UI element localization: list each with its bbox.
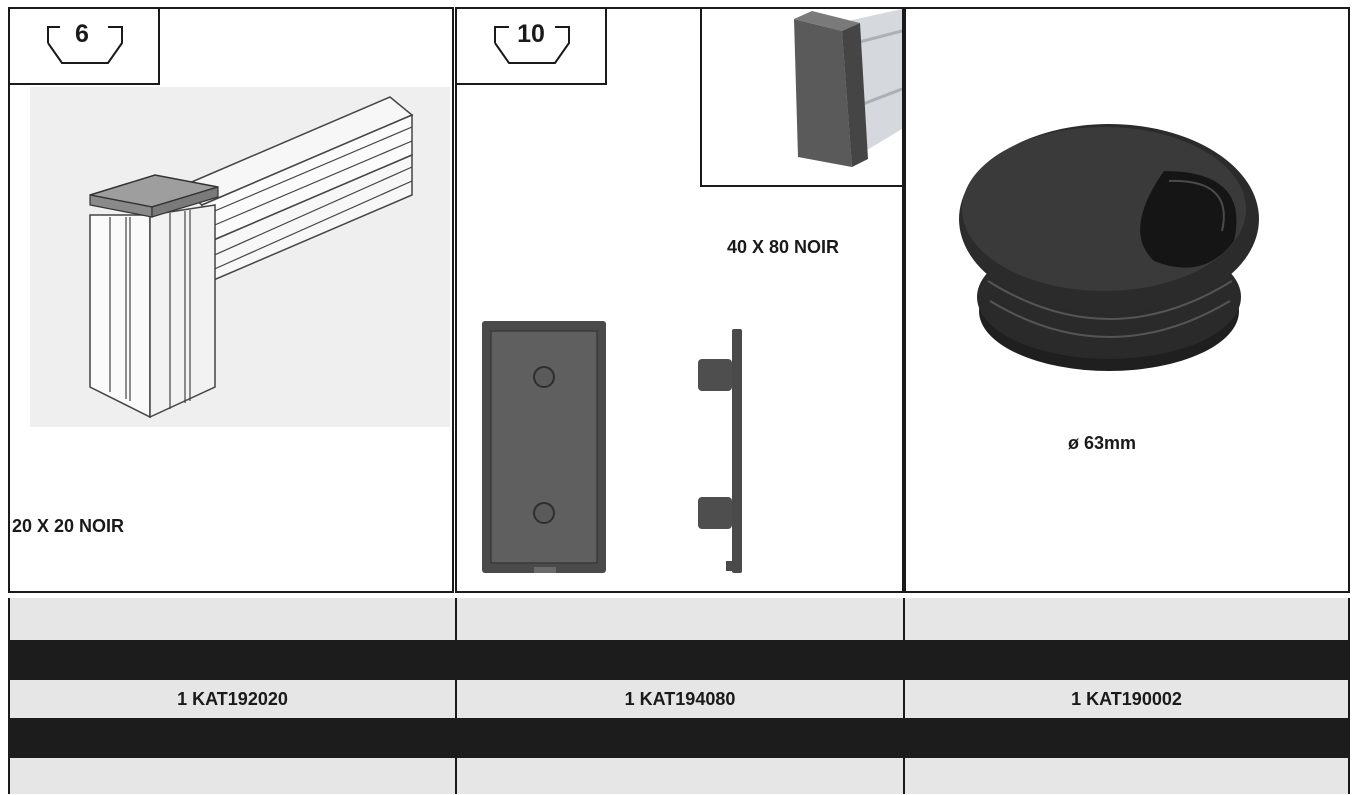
table-cell [8, 758, 455, 794]
reference-table: 1 KAT192020 1 KAT194080 1 KAT190002 [8, 598, 1350, 794]
product-size-label: 40 X 80 NOIR [727, 237, 840, 257]
table-cell [903, 718, 1350, 758]
product-panel-2: 10 40 X 80 NOIR [455, 7, 904, 593]
table-cell [8, 718, 455, 758]
item-number-badge: 10 [457, 9, 607, 85]
item-number: 6 [75, 20, 89, 48]
product-panel-3: ø 63mm [904, 7, 1350, 593]
product-reference: 1 KAT190002 [903, 680, 1350, 718]
table-cell [455, 598, 903, 640]
item-number: 10 [517, 20, 545, 48]
product-diameter-label: ø 63mm [1068, 433, 1137, 453]
item-number-badge: 6 [10, 9, 160, 85]
table-row [8, 758, 1350, 794]
product-reference: 1 KAT194080 [455, 680, 903, 718]
table-cell [455, 640, 903, 680]
table-cell [903, 640, 1350, 680]
product-reference: 1 KAT192020 [8, 680, 455, 718]
table-row [8, 640, 1350, 680]
rectangular-end-cap-icon [482, 321, 782, 586]
aluminium-profile-end-cap-icon [30, 87, 450, 432]
end-cap-inset-photo [700, 9, 902, 187]
table-cell [455, 718, 903, 758]
table-row [8, 598, 1350, 640]
table-cell [903, 598, 1350, 640]
table-row: 1 KAT192020 1 KAT194080 1 KAT190002 [8, 680, 1350, 718]
table-cell [903, 758, 1350, 794]
product-size-label: 20 X 20 NOIR [12, 516, 125, 536]
product-panel-1: 6 20 X 20 NOIR [8, 7, 454, 593]
table-cell [455, 758, 903, 794]
cable-grommet-icon [954, 111, 1264, 386]
table-cell [8, 640, 455, 680]
table-row [8, 718, 1350, 758]
table-cell [8, 598, 455, 640]
